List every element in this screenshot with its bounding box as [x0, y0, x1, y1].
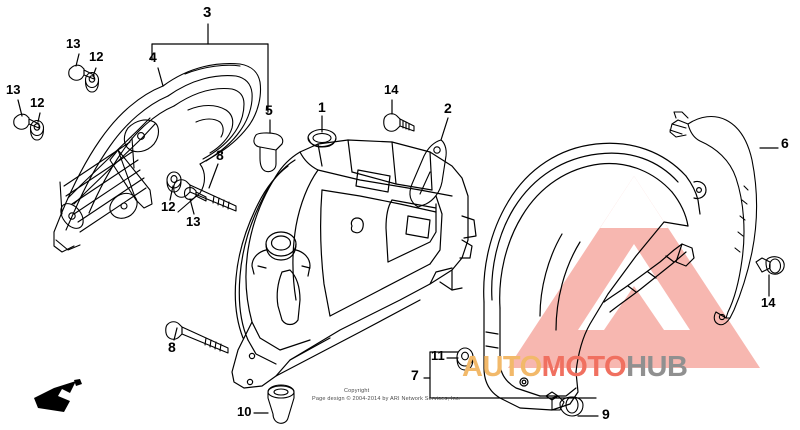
- part-8a-hex-bolt: [173, 179, 237, 212]
- part-12c-nut: [166, 171, 182, 193]
- part-13c-screw: [183, 186, 207, 202]
- part-13b-screw: [13, 113, 40, 130]
- watermark-text-hub: HUB: [626, 351, 688, 383]
- part-13a-screw: [68, 64, 95, 81]
- part-5-rubber-stopper: [253, 132, 284, 173]
- part-4-left-cover: [53, 63, 262, 253]
- watermark-text-moto: MOTO: [541, 351, 627, 383]
- copyright-line-2: Page design © 2004-2014 by ARI Network S…: [312, 396, 461, 402]
- callout-3: 3: [203, 4, 212, 21]
- callout-9: 9: [602, 406, 610, 422]
- part-12b-nut: [29, 119, 45, 141]
- callout-8-b: 8: [168, 339, 176, 355]
- callout-4: 4: [149, 49, 157, 65]
- callout-13-c: 13: [186, 214, 201, 229]
- callout-13-b: 13: [6, 82, 21, 97]
- callout-11: 11: [431, 348, 445, 363]
- callout-5: 5: [265, 102, 273, 118]
- callout-14-a: 14: [384, 82, 399, 97]
- callout-12-c: 12: [161, 199, 176, 214]
- part-12a-nut: [84, 71, 100, 93]
- part-11-nut: [456, 347, 474, 371]
- direction-arrow: [34, 379, 82, 412]
- part-14b-flange-bolt: [755, 256, 785, 275]
- watermark-text: AUTOMOTOHUB: [462, 351, 688, 384]
- callout-10: 10: [237, 404, 252, 419]
- callout-14-b: 14: [761, 295, 776, 310]
- callout-6: 6: [781, 135, 789, 151]
- copyright-line-1: Copyright: [344, 388, 370, 394]
- callout-1: 1: [318, 99, 326, 115]
- part-14a-flange-bolt: [383, 113, 415, 132]
- callout-13-a: 13: [66, 36, 81, 51]
- leader-lines: [17, 23, 779, 417]
- callout-12-b: 12: [30, 95, 45, 110]
- callout-12-a: 12: [89, 49, 104, 64]
- part-10-collar: [267, 384, 295, 424]
- callout-2: 2: [444, 100, 452, 116]
- center-inner-fender: [231, 139, 477, 389]
- callout-7: 7: [411, 367, 419, 383]
- part-8b-hex-bolt: [165, 321, 229, 354]
- callout-8-a: 8: [216, 147, 224, 163]
- watermark-text-auto: AUTO: [462, 351, 542, 383]
